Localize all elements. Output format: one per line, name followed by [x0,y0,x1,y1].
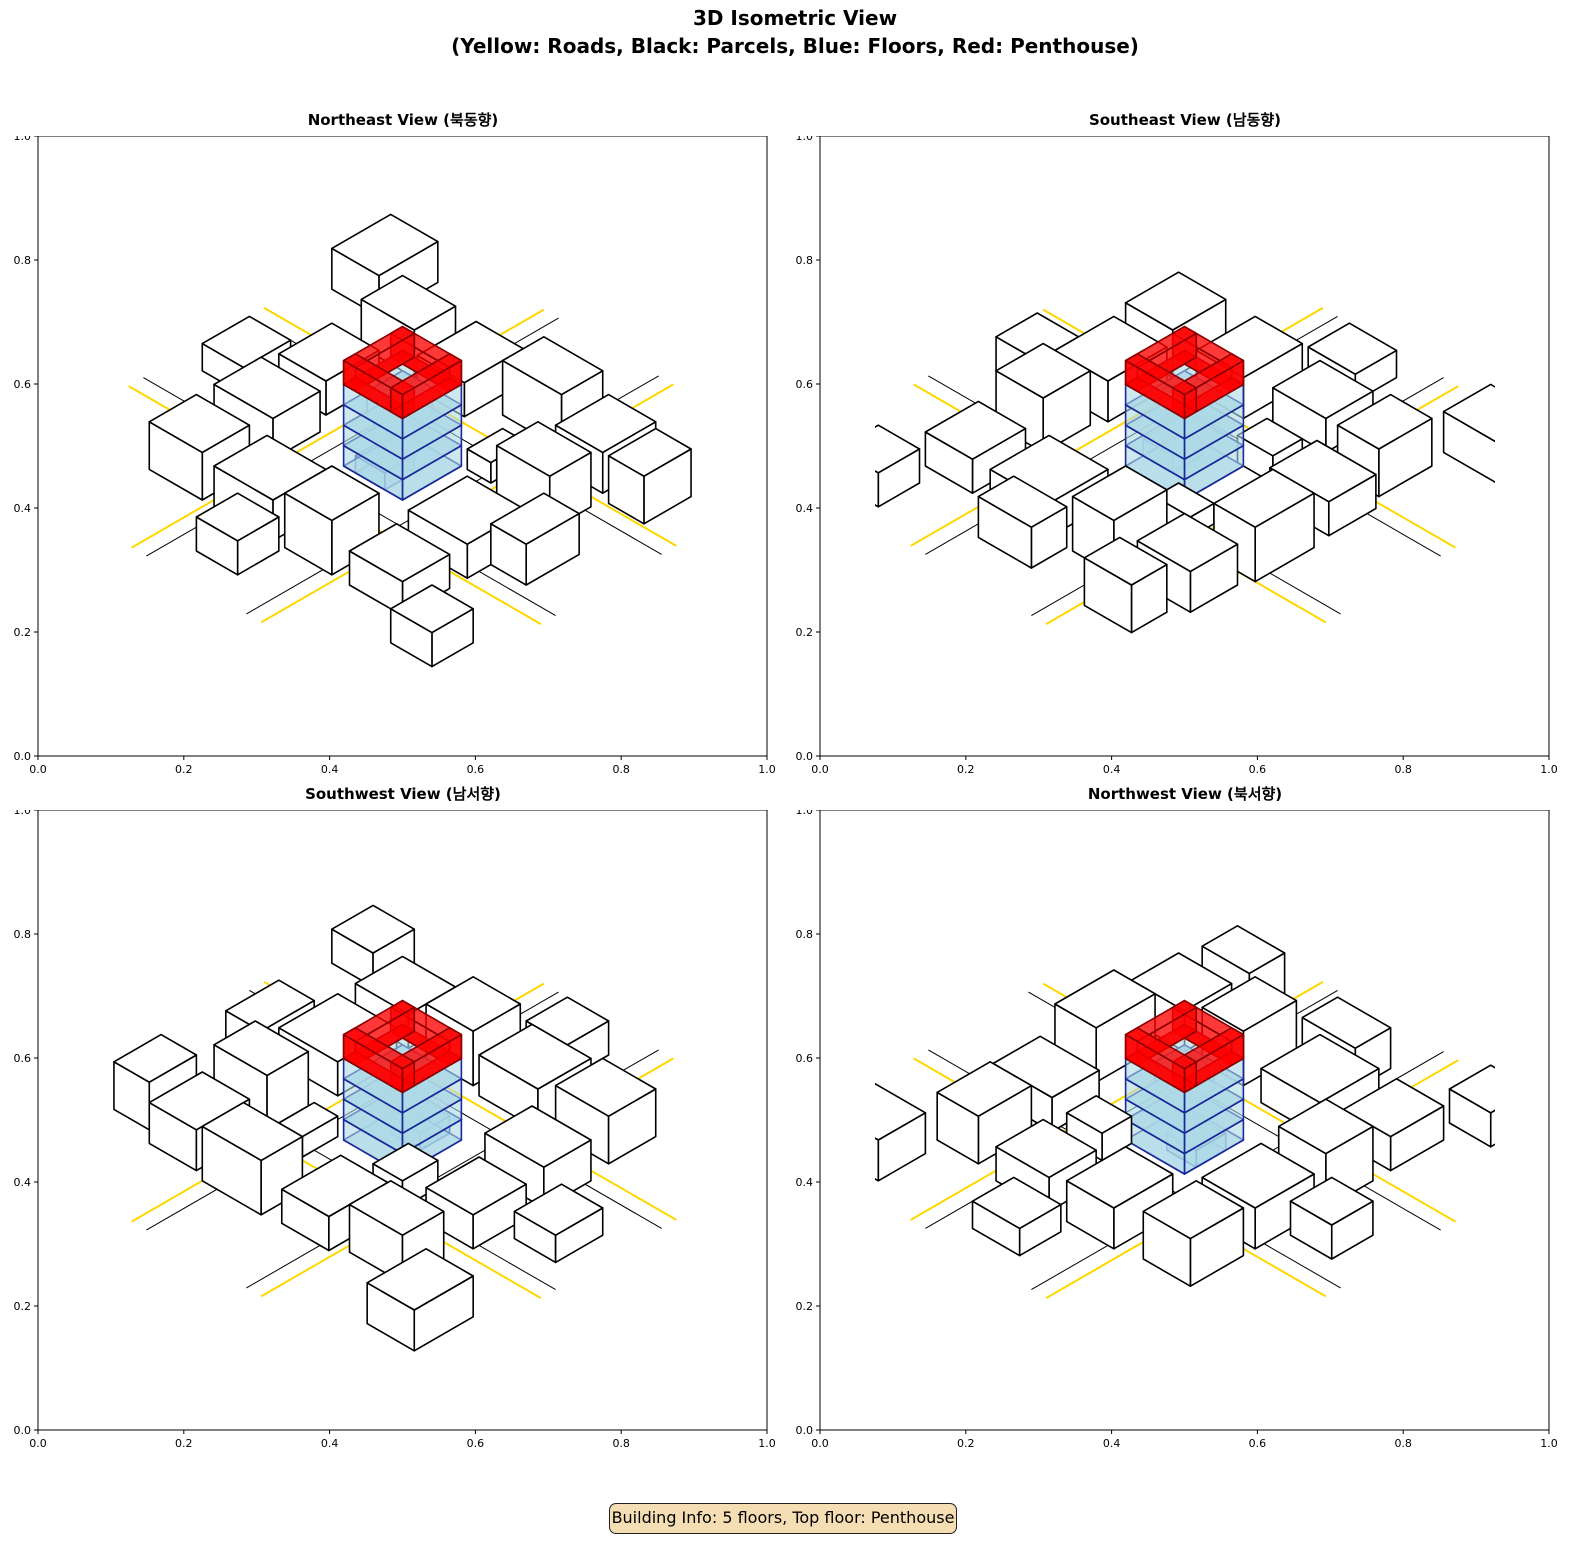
x-tick-label: 0.4 [321,763,339,776]
x-tick-label: 1.0 [1540,763,1558,776]
figure-subtitle: (Yellow: Roads, Black: Parcels, Blue: Fl… [451,34,1139,58]
x-tick-label: 0.8 [612,763,630,776]
x-tick-label: 0.0 [811,763,829,776]
axes-frame [819,135,1550,757]
x-tick-label: 0.0 [811,1437,829,1450]
neighbor-building [875,1082,927,1182]
y-tick-label: 0.8 [796,254,814,267]
x-tick-label: 1.0 [758,1437,776,1450]
neighbor-building [389,584,474,668]
y-tick-label: 1.0 [796,810,814,817]
y-tick-label: 0.6 [14,378,32,391]
neighbor-building [936,1061,1033,1165]
neighbor-building [425,1156,527,1250]
penthouse-wall [1124,1027,1198,1094]
y-tick-label: 0.0 [14,750,32,763]
x-tick-label: 0.6 [1249,1437,1267,1450]
y-tick-label: 0.6 [796,378,814,391]
penthouse-wall [1124,353,1198,420]
panel-title: Southeast View (남동향) [1088,111,1282,129]
neighbor-building [1448,1064,1495,1148]
x-tick-label: 0.0 [29,763,47,776]
penthouse-wall [389,353,463,420]
x-tick-label: 1.0 [758,763,776,776]
neighbor-building [995,342,1092,454]
neighbor-building [971,1176,1062,1257]
x-tick-label: 0.2 [957,1437,975,1450]
y-tick-label: 0.8 [796,928,814,941]
y-tick-label: 0.4 [14,1176,32,1189]
y-tick-label: 0.4 [796,502,814,515]
y-tick-label: 0.6 [14,1052,32,1065]
x-tick-label: 0.8 [1394,1437,1412,1450]
neighbor-building [1289,1176,1374,1260]
axes-frame [37,135,768,757]
neighbor-building [490,492,580,586]
neighbor-building [513,1183,604,1264]
axes-frame [37,809,768,1431]
neighbor-building [1065,1145,1174,1250]
y-tick-label: 0.8 [14,928,32,941]
axes-frame [819,809,1550,1431]
x-tick-label: 1.0 [1540,1437,1558,1450]
y-tick-label: 1.0 [796,136,814,143]
axes-northeast: 0.00.0 0.2 0.2 0.4 0.4 0.6 0.6 0.8 0.8 1.0 1.0 [14,130,776,776]
x-tick-label: 0.6 [467,763,485,776]
x-tick-label: 0.2 [957,763,975,776]
axes-northwest: 0.00.0 0.2 0.2 0.4 0.4 0.6 0.6 0.8 0.8 1.0 1.0 [796,804,1558,1450]
y-tick-label: 0.2 [14,626,32,639]
x-tick-label: 0.0 [29,1437,47,1450]
x-tick-label: 0.4 [1103,763,1121,776]
penthouse-wall [342,1027,416,1094]
y-tick-label: 0.0 [796,750,814,763]
x-tick-label: 0.4 [1103,1437,1121,1450]
panel-title: Northwest View (북서향) [1087,785,1283,803]
axes-southwest: 0.00.0 0.2 0.2 0.4 0.4 0.6 0.6 0.8 0.8 1.0 1.0 [14,804,776,1450]
neighbor-building [924,400,1027,495]
y-tick-label: 0.8 [14,254,32,267]
y-tick-label: 0.0 [14,1424,32,1437]
y-tick-label: 0.2 [796,626,814,639]
y-tick-label: 1.0 [14,136,32,143]
neighbor-building [977,475,1068,569]
y-tick-label: 1.0 [14,810,32,817]
x-tick-label: 0.4 [321,1437,339,1450]
x-tick-label: 0.6 [1249,763,1267,776]
y-tick-label: 0.6 [796,1052,814,1065]
y-tick-label: 0.4 [14,502,32,515]
neighbor-building [366,1247,474,1352]
y-tick-label: 0.2 [796,1300,814,1313]
neighbor-building [607,427,692,525]
neighbor-building [1442,383,1495,483]
neighbor-building [195,492,280,576]
axes-southeast: 0.00.0 0.2 0.2 0.4 0.4 0.6 0.6 0.8 0.8 1.0 1.0 [796,130,1558,776]
neighbor-building [1142,1179,1245,1288]
y-tick-label: 0.0 [796,1424,814,1437]
x-tick-label: 0.8 [612,1437,630,1450]
neighbor-building [554,1057,657,1165]
x-tick-label: 0.6 [467,1437,485,1450]
panel-title: Northeast View (북동향) [307,111,499,129]
building-info-box: Building Info: 5 floors, Top floor: Pent… [609,1503,957,1534]
x-tick-label: 0.2 [175,1437,193,1450]
x-tick-label: 0.2 [175,763,193,776]
x-tick-label: 0.8 [1394,763,1412,776]
neighbor-building [875,424,921,508]
y-tick-label: 0.4 [796,1176,814,1189]
neighbor-building [1083,536,1168,634]
panel-title: Southwest View (남서향) [305,785,501,803]
figure-title: 3D Isometric View [692,6,898,30]
neighbor-building [348,522,451,617]
y-tick-label: 0.2 [14,1300,32,1313]
